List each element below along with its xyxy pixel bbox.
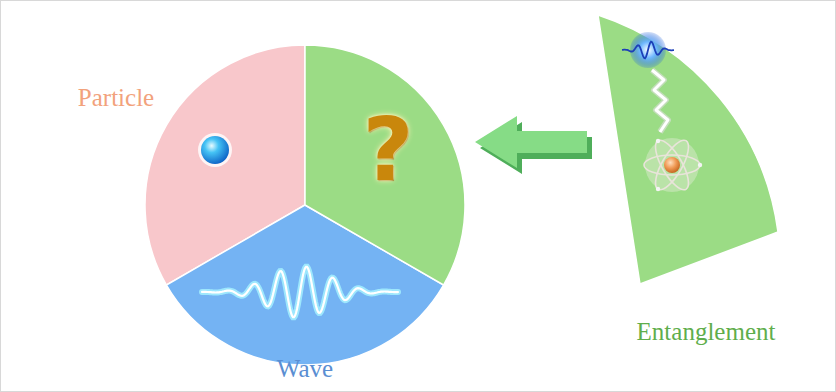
block-arrow <box>475 116 592 174</box>
sector-shape <box>595 12 785 357</box>
sector-fill <box>305 45 465 285</box>
photon-glow <box>630 32 666 68</box>
question-mark: ? <box>362 106 413 194</box>
arrow-body <box>475 116 587 168</box>
entanglement-wedge: Entanglement <box>595 12 785 357</box>
wave-label: Wave <box>277 355 333 384</box>
wave-packet <box>202 267 398 317</box>
unknown-sector: ? <box>305 45 465 285</box>
particle-ball-glow <box>198 133 232 167</box>
particle-label: Particle <box>78 84 154 113</box>
entanglement-link <box>652 70 668 132</box>
atom-symbol <box>644 136 702 194</box>
photon-wave <box>622 42 674 59</box>
particle-ball <box>201 136 229 164</box>
sector-fill <box>598 15 778 284</box>
wave-glow <box>202 267 398 317</box>
entanglement-link-glow <box>652 70 668 132</box>
entanglement-label: Entanglement <box>637 318 776 347</box>
